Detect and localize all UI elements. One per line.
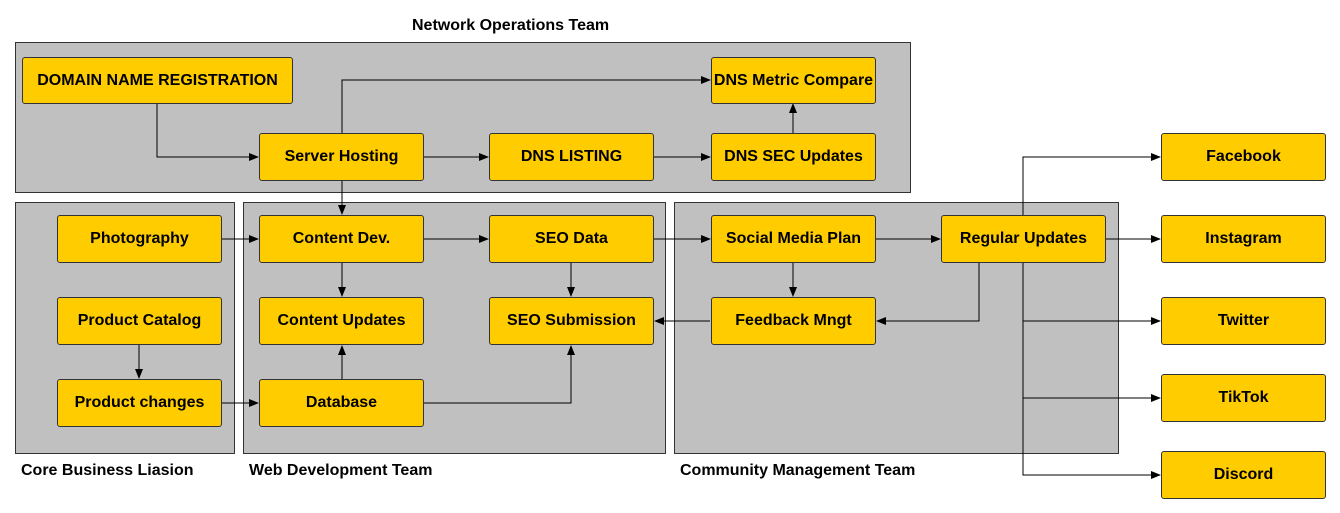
network-ops-label: Network Operations Team — [412, 17, 610, 34]
node-dns-metric-compare[interactable]: DNS Metric Compare — [711, 57, 876, 104]
node-seo-submission[interactable]: SEO Submission — [489, 297, 654, 345]
node-seo-data[interactable]: SEO Data — [489, 215, 654, 263]
node-product-catalog[interactable]: Product Catalog — [57, 297, 222, 345]
node-product-changes[interactable]: Product changes — [57, 379, 222, 427]
node-facebook[interactable]: Facebook — [1161, 133, 1326, 181]
node-discord[interactable]: Discord — [1161, 451, 1326, 499]
node-instagram[interactable]: Instagram — [1161, 215, 1326, 263]
node-social-media-plan[interactable]: Social Media Plan — [711, 215, 876, 263]
community-label: Community Management Team — [680, 462, 916, 479]
edge-server-to-metric — [341, 76, 711, 133]
node-tiktok[interactable]: TikTok — [1161, 374, 1326, 422]
node-dns-listing[interactable]: DNS LISTING — [489, 133, 654, 181]
node-feedback-mngt[interactable]: Feedback Mngt — [711, 297, 876, 345]
core-business-label: Core Business Liasion — [21, 462, 194, 479]
edge-regular-to-facebook — [1022, 153, 1161, 215]
node-database[interactable]: Database — [259, 379, 424, 427]
node-server-hosting[interactable]: Server Hosting — [259, 133, 424, 181]
web-dev-label: Web Development Team — [249, 462, 433, 479]
edge-regular-to-feedback — [876, 263, 980, 325]
node-dns-sec-updates[interactable]: DNS SEC Updates — [711, 133, 876, 181]
node-content-dev[interactable]: Content Dev. — [259, 215, 424, 263]
edge-domain-to-server — [156, 103, 259, 161]
edge-database-to-seosubmission — [424, 345, 575, 404]
edge-regular-to-twitter — [1022, 263, 1161, 325]
edge-regular-to-discord — [1022, 398, 1161, 479]
node-photography[interactable]: Photography — [57, 215, 222, 263]
node-content-updates[interactable]: Content Updates — [259, 297, 424, 345]
node-twitter[interactable]: Twitter — [1161, 297, 1326, 345]
node-domain-registration[interactable]: DOMAIN NAME REGISTRATION — [22, 57, 293, 104]
node-regular-updates[interactable]: Regular Updates — [941, 215, 1106, 263]
edge-regular-to-tiktok — [1022, 321, 1161, 402]
